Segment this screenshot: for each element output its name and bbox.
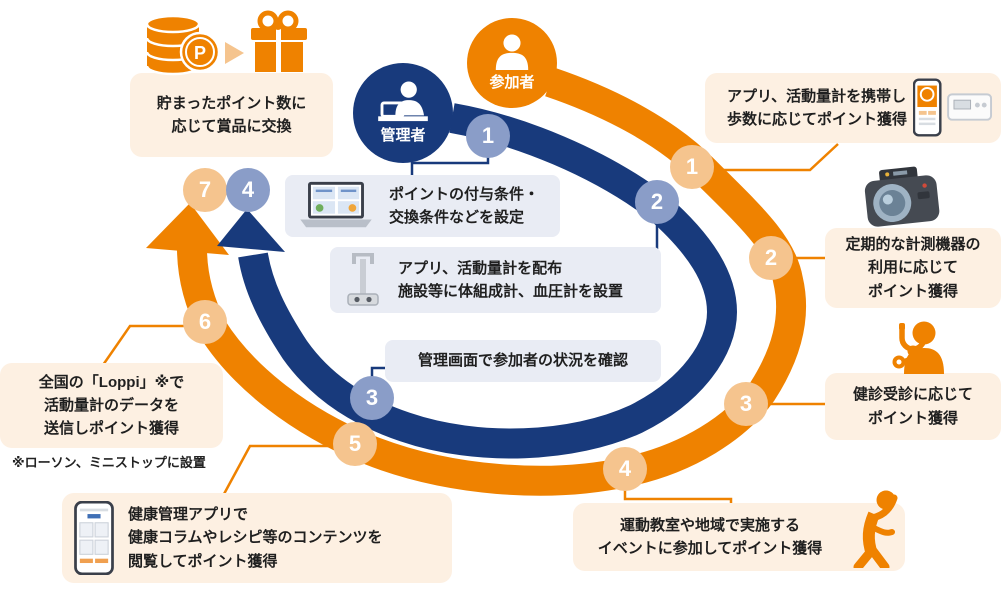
participant-step-2-text: 定期的な計測機器の 利用に応じて ポイント獲得 xyxy=(845,236,981,300)
body-scale-icon xyxy=(347,253,379,306)
participant-step-5-text: 健康管理アプリで 健康コラムやレシピ等のコンテンツを 閲覧してポイント獲得 xyxy=(128,506,383,570)
admin-connectors xyxy=(370,157,659,377)
health-app-phone-icon xyxy=(74,501,114,575)
participant-step-2-box: 定期的な計測機器の 利用に応じて ポイント獲得 xyxy=(825,228,1001,308)
admin-step-1-badge: 1 xyxy=(466,114,510,158)
points-to-prize-illustration: P xyxy=(130,8,315,78)
gift-icon xyxy=(251,10,307,72)
participant-arrowhead xyxy=(146,203,229,255)
participant-ring xyxy=(146,67,807,496)
participant-step-6-text: 全国の「Loppi」※で 活動量計のデータを 送信しポイント獲得 xyxy=(38,373,185,438)
admin-desk-icon xyxy=(378,81,428,122)
participant-step-3-box: 健診受診に応じて ポイント獲得 xyxy=(825,373,1001,440)
participant-step-1-box: アプリ、活動量計を携帯し 歩数に応じてポイント獲得 xyxy=(705,73,1001,143)
arrow-right-icon xyxy=(225,42,244,64)
participant-step-2-badge: 2 xyxy=(749,236,793,280)
admin-step-1-text: ポイントの付与条件・ 交換条件などを設定 xyxy=(389,185,540,226)
admin-arrowhead xyxy=(217,209,285,252)
participant-step-7-box: 貯まったポイント数に 応じて賞品に交換 xyxy=(130,73,333,157)
participant-step-3-badge: 3 xyxy=(724,382,768,426)
admin-step-2-box: アプリ、活動量計を配布 施設等に体組成計、血圧計を設置 xyxy=(330,247,661,313)
point-coin-icon: P xyxy=(179,31,221,73)
coins-icon xyxy=(145,14,201,76)
admin-label: 管理者 xyxy=(380,127,426,144)
blood-pressure-monitor-icon xyxy=(856,164,948,235)
participant-step-1-text: アプリ、活動量計を携帯し 歩数に応じてポイント獲得 xyxy=(727,87,908,128)
doctor-icon xyxy=(850,320,952,379)
loppi-footnote: ※ローソン、ミニストップに設置 xyxy=(12,455,206,470)
participant-step-5-badge: 5 xyxy=(333,422,377,466)
person-icon xyxy=(495,34,529,70)
admin-step-2-text: アプリ、活動量計を配布 施設等に体組成計、血圧計を設置 xyxy=(398,259,624,300)
participant-step-6-badge: 6 xyxy=(183,300,227,344)
participant-step-7-badge: 7 xyxy=(183,168,227,212)
admin-step-3-text: 管理画面で参加者の状況を確認 xyxy=(417,352,628,370)
participant-connectors xyxy=(101,143,839,505)
smartphone-and-pedometer-icon xyxy=(913,78,993,137)
participant-step-7-text: 貯まったポイント数に 応じて賞品に交換 xyxy=(156,94,307,135)
participant-step-4-box: 運動教室や地域で実施する イベントに参加してポイント獲得 xyxy=(573,503,905,571)
laptop-icon xyxy=(300,181,372,228)
participant-step-3-text: 健診受診に応じて ポイント獲得 xyxy=(852,386,973,427)
participant-step-4-badge: 4 xyxy=(603,447,647,491)
admin-step-3-box: 管理画面で参加者の状況を確認 xyxy=(385,340,661,382)
participant-step-1-badge: 1 xyxy=(670,145,714,189)
participant-step-6-box: 全国の「Loppi」※で 活動量計のデータを 送信しポイント獲得 xyxy=(0,363,223,448)
participant-step-5-box: 健康管理アプリで 健康コラムやレシピ等のコンテンツを 閲覧してポイント獲得 xyxy=(62,493,452,583)
participant-label: 参加者 xyxy=(489,74,535,91)
admin-step-4-badge: 4 xyxy=(226,168,270,212)
participant-mascot: 参加者 xyxy=(467,18,557,108)
admin-step-2-badge: 2 xyxy=(635,180,679,224)
coin-letter: P xyxy=(194,43,206,63)
participant-step-4-text: 運動教室や地域で実施する イベントに参加してポイント獲得 xyxy=(597,516,823,557)
admin-mascot: 管理者 xyxy=(353,63,453,163)
admin-step-1-box: ポイントの付与条件・ 交換条件などを設定 xyxy=(285,175,560,237)
exercise-person-icon xyxy=(828,488,912,573)
admin-step-3-badge: 3 xyxy=(350,376,394,420)
